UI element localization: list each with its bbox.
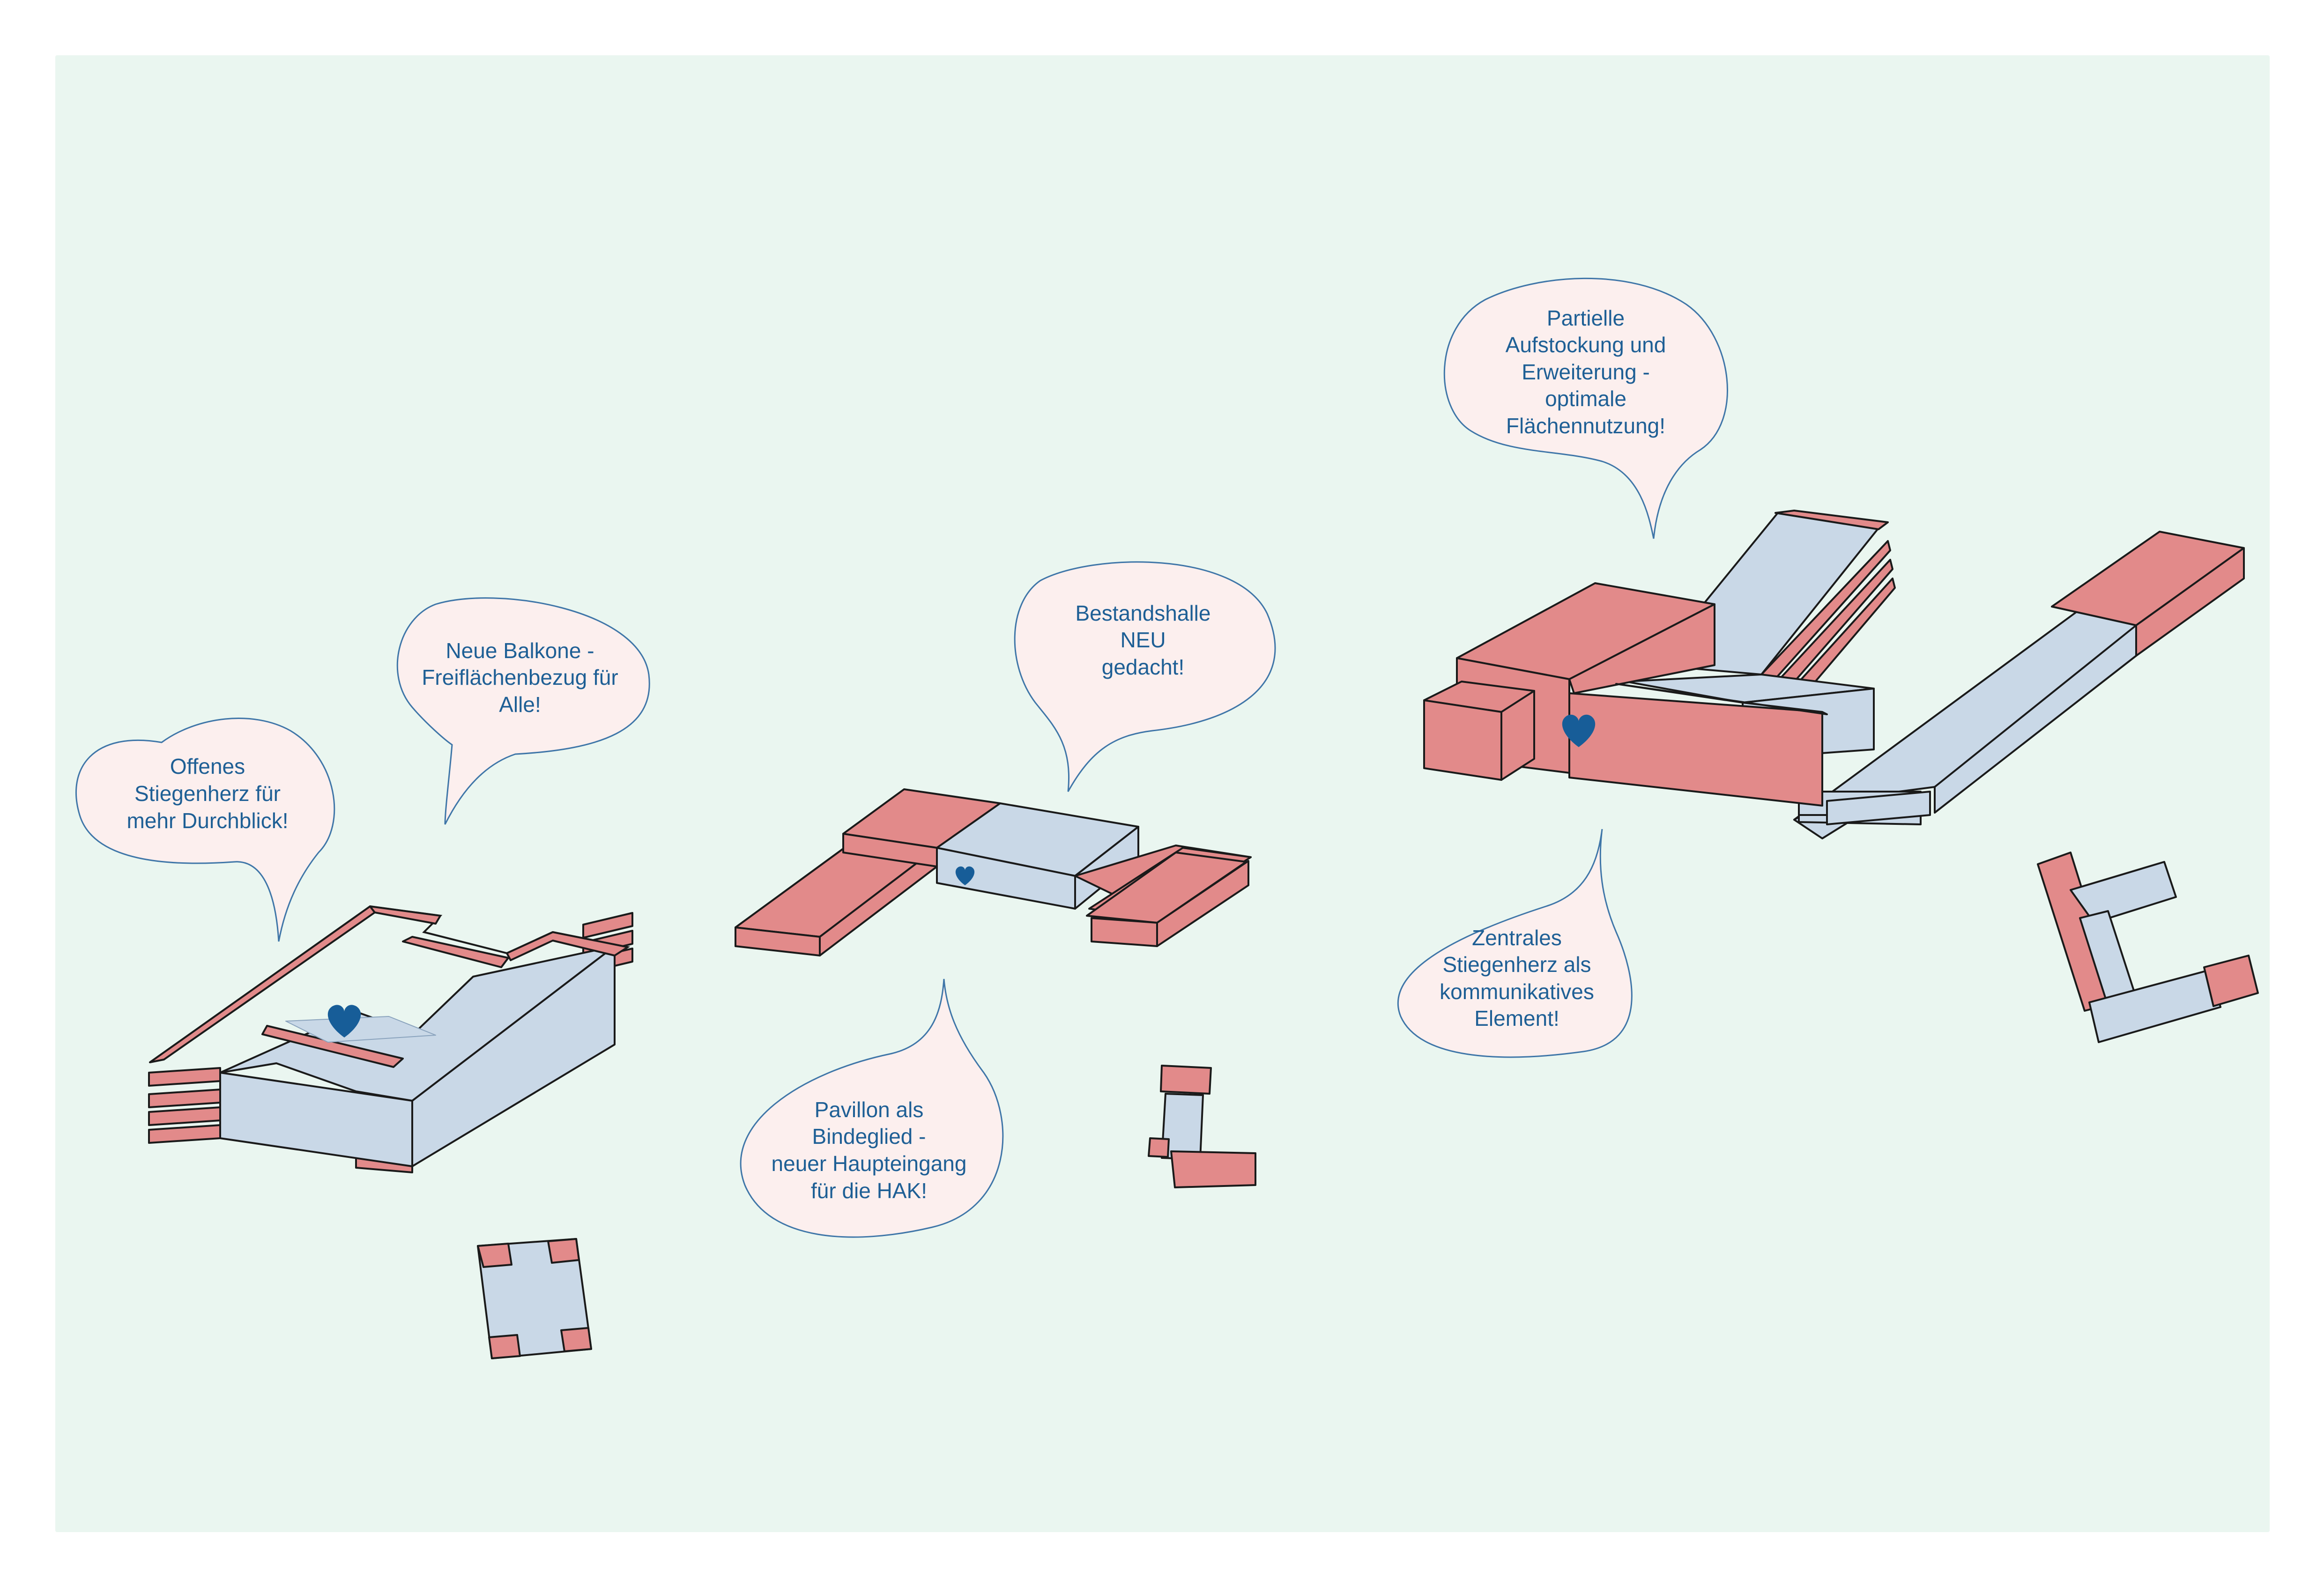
callout-text: Alle!	[499, 692, 541, 717]
callout-text: Bestandshalle	[1076, 601, 1211, 625]
plan-middle	[1148, 1065, 1256, 1188]
callout-text: Freiflächenbezug für	[422, 665, 618, 689]
heart-icon	[955, 866, 975, 885]
callout-text: Erweiterung -	[1522, 360, 1650, 384]
heart-icon	[327, 1005, 361, 1038]
left-block-front	[219, 1072, 413, 1167]
callout-text: Aufstockung und	[1506, 333, 1666, 357]
heart-icon	[1562, 714, 1596, 747]
callout-text: Stiegenherz als	[1442, 952, 1591, 977]
balcony-slabs	[148, 912, 633, 1173]
callout-text: Partielle	[1547, 306, 1625, 330]
callout-pavillon: Pavillon als Bindeglied - neuer Hauptein…	[740, 978, 1004, 1238]
callout-bestandshalle: Bestandshalle NEU gedacht!	[1014, 561, 1276, 792]
callout-offenes: Offenes Stiegenherz für mehr Durchblick!	[75, 718, 335, 942]
callout-text: Flächennutzung!	[1506, 414, 1665, 438]
callout-text: für die HAK!	[811, 1178, 927, 1203]
callout-text: NEU	[1120, 628, 1166, 652]
callout-text: kommunikatives	[1440, 979, 1594, 1004]
callout-text: Element!	[1474, 1006, 1559, 1030]
callout-text: Offenes	[170, 754, 245, 778]
callout-aufstockung: Partielle Aufstockung und Erweiterung - …	[1443, 277, 1728, 539]
callout-text: Zentrales	[1472, 926, 1562, 950]
callout-text: gedacht!	[1102, 655, 1184, 679]
callout-text: Stiegenherz für	[134, 781, 281, 806]
building-left	[148, 905, 633, 1173]
building-middle	[735, 788, 1252, 956]
callout-zentrales: Zentrales Stiegenherz als kommunikatives…	[1397, 829, 1633, 1058]
callout-text: Bindeglied -	[812, 1124, 926, 1149]
callout-text: optimale	[1545, 386, 1626, 411]
callout-text: mehr Durchblick!	[126, 808, 288, 833]
callout-text: neuer Haupteingang	[772, 1151, 967, 1176]
building-right	[1423, 510, 2245, 839]
callout-balkone: Neue Balkone - Freiflächenbezug für Alle…	[396, 597, 650, 825]
plan-left	[477, 1238, 592, 1359]
callout-text: Pavillon als	[815, 1097, 924, 1122]
callout-text: Neue Balkone -	[445, 638, 594, 663]
plan-right	[2037, 852, 2259, 1043]
